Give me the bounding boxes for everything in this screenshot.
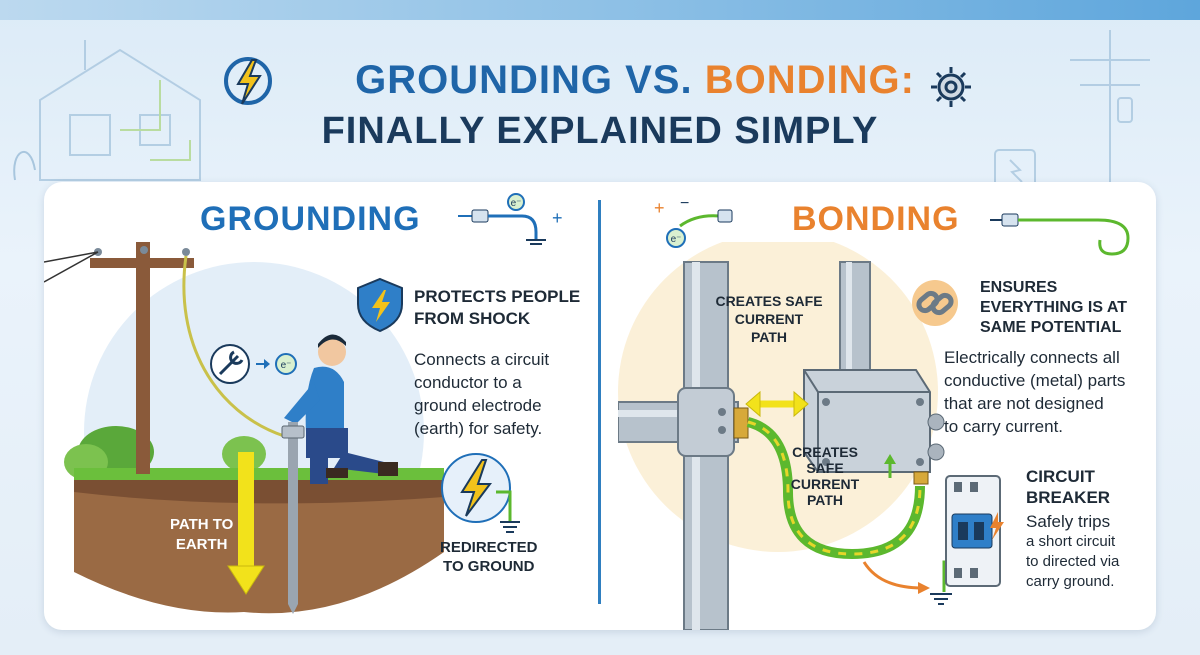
gear-icon	[931, 67, 971, 107]
safe-path-mid-line: PATH	[806, 492, 844, 508]
minus-sign: −	[680, 196, 689, 212]
safe-path-top-line: CURRENT	[734, 311, 804, 327]
safe-path-mid-line: SAFE	[806, 460, 844, 476]
redirected-to-ground-label: REDIRECTED TO GROUND	[440, 538, 538, 576]
bonding-feature-title: ENSURES EVERYTHING IS AT SAME POTENTIAL	[980, 278, 1127, 338]
grounding-desc-line: (earth) for safety.	[414, 419, 543, 438]
redirect-line-2: TO GROUND	[443, 558, 535, 575]
electron-label: e⁻	[511, 198, 522, 209]
svg-text:e⁻: e⁻	[281, 360, 292, 371]
bonding-electron-label: e⁻	[671, 234, 682, 245]
content-panel: GROUNDING e⁻ + e⁻	[44, 182, 1156, 630]
circuit-breaker-description: Safely trips a short circuit to directed…	[1026, 512, 1119, 592]
plus-sign: +	[654, 198, 665, 218]
safe-path-label-middle: CREATES SAFE CURRENT PATH	[780, 444, 870, 508]
bonding-wire-icon: + − e⁻	[654, 196, 733, 248]
grounding-description: Connects a circuit conductor to a ground…	[414, 348, 549, 440]
redirect-lightning-icon	[441, 453, 520, 533]
breaker-desc-line: carry ground.	[1026, 573, 1115, 590]
top-color-bar	[0, 0, 1200, 20]
bonding-description: Electrically connects all conductive (me…	[944, 346, 1125, 438]
center-divider	[598, 200, 601, 604]
bonding-feature-line: ENSURES	[980, 279, 1058, 296]
bonding-wire-right	[990, 213, 1130, 256]
lightning-icon	[224, 57, 272, 105]
main-title-line-1: GROUNDING VS. BONDING:	[0, 58, 1200, 103]
safe-path-label-top: CREATES SAFE CURRENT PATH	[704, 292, 834, 346]
bonding-desc-line: conductive (metal) parts	[944, 371, 1126, 390]
grounding-illustration: e⁻	[44, 242, 444, 614]
breaker-desc-line: a short circuit	[1026, 533, 1116, 550]
path-to-earth-label: PATH TO EARTH	[170, 515, 233, 555]
wrench-icon	[218, 350, 244, 376]
svg-text:+: +	[552, 208, 563, 228]
bonding-illustration	[618, 242, 986, 630]
path-label-line-2: EARTH	[175, 536, 228, 553]
path-label-line-1: PATH TO	[170, 516, 234, 533]
bonding-heading: BONDING	[792, 200, 960, 238]
title-part-grounding: GROUNDING VS.	[355, 58, 693, 102]
bonding-desc-line: to carry current.	[944, 417, 1064, 436]
bonding-feature-line: EVERYTHING IS AT	[980, 299, 1127, 316]
circuit-breaker-icon	[945, 475, 1004, 587]
bonding-desc-line: that are not designed	[944, 394, 1104, 413]
shield-icon	[357, 277, 403, 333]
breaker-desc-line: to directed via	[1026, 553, 1120, 570]
main-title-line-2: FINALLY EXPLAINED SIMPLY	[321, 110, 879, 152]
circuit-breaker-title: CIRCUIT BREAKER	[1026, 466, 1110, 508]
grounding-desc-line: ground electrode	[414, 396, 542, 415]
breaker-title-line-1: CIRCUIT	[1026, 467, 1095, 486]
grounding-desc-line: Connects a circuit	[414, 350, 550, 369]
grounding-heading: GROUNDING	[200, 200, 421, 238]
ground-symbol-icon	[500, 521, 520, 533]
grounding-desc-line: conductor to a	[414, 373, 522, 392]
bonding-feature-line: SAME POTENTIAL	[980, 319, 1122, 336]
grounding-feature-title: PROTECTS PEOPLE FROM SHOCK	[414, 286, 580, 330]
safe-path-mid-line: CURRENT	[790, 476, 860, 492]
grounding-feature-line-2: FROM SHOCK	[414, 309, 531, 328]
safe-path-top-line: CREATES SAFE	[715, 293, 823, 309]
chain-link-icon	[912, 280, 958, 326]
safe-path-top-line: PATH	[750, 329, 788, 345]
bonding-desc-line: Electrically connects all	[944, 348, 1120, 367]
redirect-line-1: REDIRECTED	[440, 539, 538, 556]
breaker-title-line-2: BREAKER	[1026, 488, 1111, 507]
title-part-bonding: BONDING:	[704, 58, 915, 102]
wire-electron-icon: e⁻ +	[458, 193, 563, 245]
grounding-feature-line-1: PROTECTS PEOPLE	[414, 287, 581, 306]
safe-path-mid-line: CREATES	[792, 444, 858, 460]
breaker-desc-line: Safely trips	[1026, 512, 1111, 531]
